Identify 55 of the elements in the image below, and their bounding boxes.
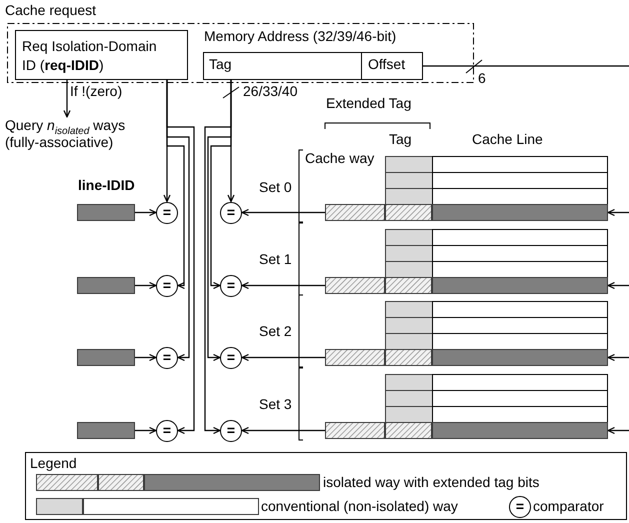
column-heading: Cache Line — [472, 131, 543, 148]
edge-label: If !(zero) — [70, 83, 122, 100]
field-label: Offset — [368, 56, 406, 73]
set-label: Set 1 — [259, 251, 292, 268]
arrow — [166, 80, 195, 434]
field-label: Tag — [209, 56, 232, 73]
arrow — [241, 354, 325, 362]
comparator-circle: = — [220, 420, 242, 442]
connector-line — [423, 65, 629, 67]
comparator-circle: = — [156, 202, 178, 224]
comparator-circle: = — [156, 420, 178, 442]
isolated-way-row — [325, 422, 608, 439]
column-heading: Extended Tag — [326, 95, 412, 112]
arrow — [241, 426, 325, 434]
legend-text: conventional (non-isolated) way — [261, 498, 458, 515]
legend-text: isolated way with extended tag bits — [323, 474, 540, 491]
box-label: Req Isolation-Domain ID (req-IDID) — [22, 37, 158, 75]
isolated-way-row — [325, 204, 608, 221]
set-label: Set 3 — [259, 396, 292, 413]
arrow — [607, 208, 629, 216]
bus-width-label: 6 — [478, 70, 486, 87]
field-heading: Memory Address (32/39/46-bit) — [204, 28, 396, 45]
arrow — [135, 354, 157, 362]
comparator-symbol: = — [509, 496, 531, 518]
isolated-way-row — [325, 277, 608, 294]
line-idid-bar — [77, 422, 135, 439]
id-register-box — [15, 30, 188, 80]
arrow — [241, 282, 325, 290]
line-idid-bar — [77, 349, 135, 366]
arrow — [135, 426, 157, 434]
bar-heading: line-IDID — [78, 177, 135, 194]
isolated-way-row — [325, 349, 608, 366]
comparator-circle: = — [220, 274, 242, 296]
bus-width-label: 26/33/40 — [243, 83, 298, 100]
comparator-circle: = — [220, 202, 242, 224]
group-title: Cache request — [5, 2, 96, 19]
arrow — [607, 282, 629, 290]
comparator-circle: = — [156, 274, 178, 296]
legend-title: Legend — [30, 455, 77, 472]
column-heading: Cache way — [305, 150, 374, 167]
arrow — [241, 208, 325, 216]
arrow — [63, 80, 71, 118]
legend-text: comparator — [533, 498, 604, 515]
arrow — [204, 80, 232, 434]
set-label: Set 0 — [259, 179, 292, 196]
set-label: Set 2 — [259, 323, 292, 340]
arrow — [135, 208, 157, 216]
arrow — [607, 354, 629, 362]
comparator-circle: = — [220, 346, 242, 368]
line-idid-bar — [77, 277, 135, 294]
arrow — [135, 282, 157, 290]
comparator-circle: = — [156, 346, 178, 368]
query-note: Query n$_{isolated}$ ways (fully-associative) — [5, 117, 126, 151]
column-heading: Tag — [389, 131, 412, 148]
arrow — [607, 426, 629, 434]
